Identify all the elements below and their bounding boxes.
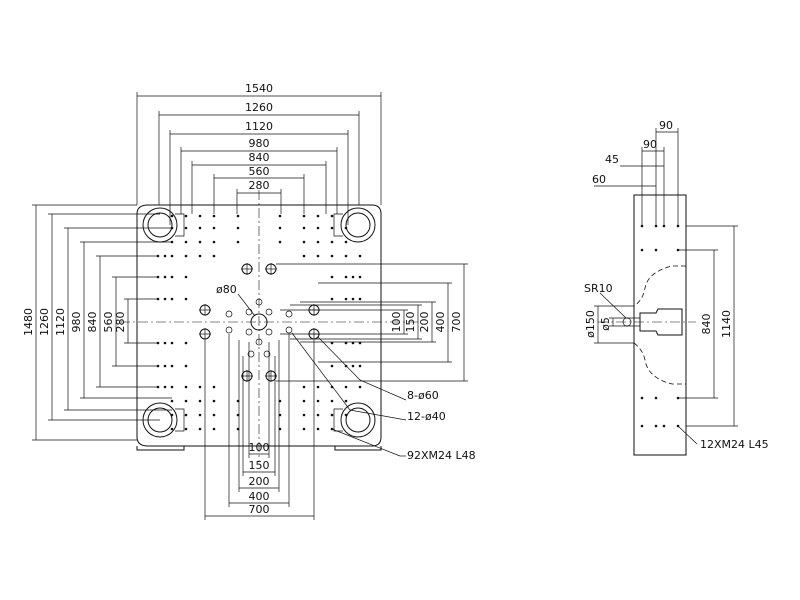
large-holes-callout: 8-ø60 bbox=[407, 389, 439, 402]
dim-width-560: 560 bbox=[249, 165, 270, 178]
dim-width-980: 980 bbox=[249, 137, 270, 150]
dim-height-980: 980 bbox=[70, 312, 83, 333]
side-dim-90-a: 90 bbox=[659, 119, 673, 132]
side-dim-90-b: 90 bbox=[643, 138, 657, 151]
dim-right-200: 200 bbox=[418, 312, 431, 333]
dim-height-1260: 1260 bbox=[38, 308, 51, 336]
dim-width-280: 280 bbox=[249, 179, 270, 192]
front-callouts: ø80 8-ø60 12-ø40 92XM24 L48 bbox=[216, 283, 476, 462]
dim-bottom-200: 200 bbox=[249, 475, 270, 488]
tie-bar-hole-inner bbox=[147, 212, 173, 238]
tie-bar-hole bbox=[340, 207, 376, 243]
dim-height-840: 840 bbox=[86, 312, 99, 333]
side-dim-dia150: ø150 bbox=[584, 310, 597, 338]
front-right-dimensions: 100 150 200 400 700 bbox=[276, 263, 468, 382]
nozzle-recess bbox=[633, 265, 686, 385]
dim-right-700: 700 bbox=[450, 312, 463, 333]
dim-width-1540: 1540 bbox=[245, 82, 273, 95]
center-hole-label: ø80 bbox=[216, 283, 237, 296]
side-view: 90 90 45 60 840 1140 ø150 ø5 SR10 12XM24… bbox=[584, 119, 769, 456]
side-dim-1140: 1140 bbox=[720, 310, 733, 338]
front-top-dimensions: 1540 1260 1120 980 840 560 280 bbox=[136, 82, 382, 225]
tapped-holes-callout: 92XM24 L48 bbox=[407, 449, 476, 462]
dim-right-100: 100 bbox=[390, 312, 403, 333]
side-outline bbox=[633, 194, 687, 456]
dim-right-150: 150 bbox=[404, 312, 417, 333]
side-dim-dia5: ø5 bbox=[599, 317, 612, 331]
dim-bottom-150: 150 bbox=[249, 459, 270, 472]
side-tapped-holes bbox=[640, 224, 680, 428]
side-dim-60: 60 bbox=[592, 173, 606, 186]
dim-width-840: 840 bbox=[249, 151, 270, 164]
dim-height-1120: 1120 bbox=[54, 308, 67, 336]
front-left-dimensions: 1480 1260 1120 980 840 560 280 bbox=[22, 204, 172, 441]
platen-foot-left bbox=[136, 446, 185, 451]
dim-right-400: 400 bbox=[434, 312, 447, 333]
platen-outline bbox=[136, 204, 382, 447]
tie-bar-hole bbox=[340, 402, 376, 438]
dim-height-1480: 1480 bbox=[22, 308, 35, 336]
large-holes bbox=[199, 263, 320, 382]
dim-bottom-100: 100 bbox=[249, 441, 270, 454]
tie-bar-hole-inner bbox=[345, 212, 371, 238]
dim-width-1260: 1260 bbox=[245, 101, 273, 114]
sprue-bushing bbox=[639, 308, 683, 336]
front-view: 1540 1260 1120 980 840 560 280 1480 1260… bbox=[22, 82, 476, 520]
side-right-dimensions: 840 1140 bbox=[678, 225, 738, 427]
platen-foot-right bbox=[334, 446, 382, 451]
sr10-label: SR10 bbox=[584, 282, 613, 295]
dim-bottom-700: 700 bbox=[249, 503, 270, 516]
side-tapped-callout: 12XM24 L45 bbox=[700, 438, 769, 451]
small-holes-callout: 12-ø40 bbox=[407, 410, 446, 423]
side-top-dimensions: 90 90 45 60 bbox=[592, 119, 679, 226]
side-dim-840: 840 bbox=[700, 314, 713, 335]
side-left-dimensions: ø150 ø5 bbox=[584, 305, 640, 344]
dim-bottom-400: 400 bbox=[249, 490, 270, 503]
dim-width-1120: 1120 bbox=[245, 120, 273, 133]
side-dim-45: 45 bbox=[605, 153, 619, 166]
small-holes bbox=[225, 298, 293, 358]
dim-height-560: 560 bbox=[102, 312, 115, 333]
dim-height-280: 280 bbox=[114, 312, 127, 333]
front-bottom-dimensions: 100 150 200 400 700 bbox=[204, 334, 315, 520]
center-hole bbox=[250, 313, 268, 331]
tie-bar-hole-inner bbox=[345, 407, 371, 433]
